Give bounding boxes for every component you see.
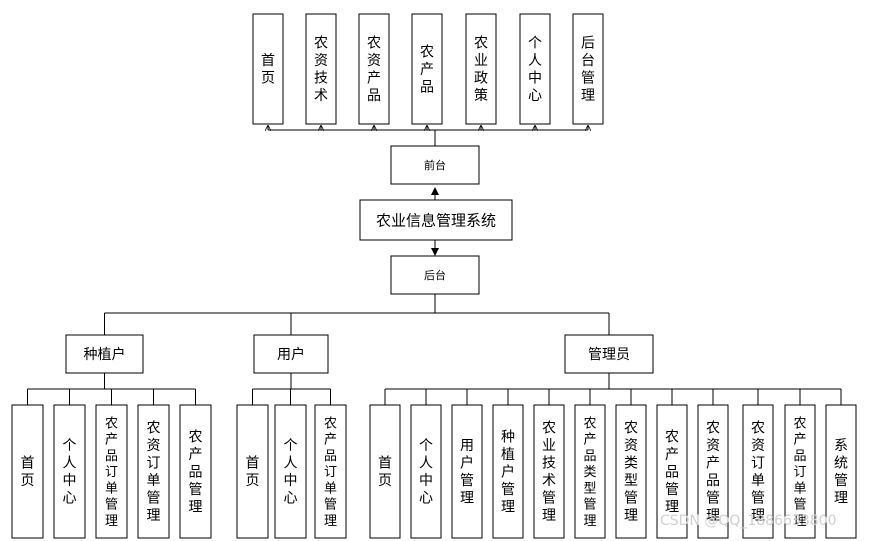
front-item-3-label: 农产品 [420,44,434,95]
role-admin-item-0-label: 首页 [378,456,392,490]
front-item-4-label: 农业政策 [474,36,488,105]
role-admin-box: 管理员 [564,334,654,374]
role-user-item-1: 个人中心 [274,404,307,539]
role-user-box-label: 用户 [277,346,305,363]
role-admin-item-3: 种植户管理 [492,404,524,539]
role-admin-item-2: 用户管理 [451,404,483,539]
role-planter-item-1-label: 个人中心 [63,438,77,507]
role-planter-item-2: 农产品订单管理 [95,404,128,539]
role-admin-item-6: 农资类型管理 [615,404,647,539]
front-item-5-label: 个人中心 [528,36,542,105]
front-box: 前台 [390,145,480,185]
role-planter-box-label: 种植户 [84,346,126,363]
watermark: CSDN @QQ_1886633800 [660,513,837,529]
front-item-1: 农资技术 [305,13,337,125]
role-admin-item-8-label: 农资产品管理 [706,421,720,525]
front-box-label: 前台 [424,158,446,172]
role-admin-item-5-label: 农产品类型管理 [583,416,596,529]
role-planter-item-3: 农资订单管理 [137,404,170,539]
role-admin-item-7: 农产品管理 [656,404,688,539]
role-planter-item-4-label: 农产品管理 [189,429,203,515]
role-admin-item-10: 农产品订单管理 [784,404,816,539]
front-item-0: 首页 [252,13,284,125]
role-planter-item-4: 农产品管理 [179,404,212,539]
role-user-item-0-label: 首页 [246,456,260,490]
system-root-box: 农业信息管理系统 [359,199,513,241]
role-admin-item-6-label: 农资类型管理 [624,421,638,525]
front-item-3: 农产品 [411,13,443,125]
role-planter-item-0-label: 首页 [21,456,35,490]
role-user-item-1-label: 个人中心 [284,438,298,507]
role-admin-item-10-label: 农产品订单管理 [793,416,806,529]
role-admin-item-11: 系统管理 [825,404,857,539]
front-item-5: 个人中心 [519,13,551,125]
back-box: 后台 [390,255,480,295]
role-admin-item-11-label: 系统管理 [834,438,848,507]
role-user-item-2-label: 农产品订单管理 [324,416,337,529]
role-user-box: 用户 [253,334,329,374]
role-admin-item-2-label: 用户管理 [460,438,474,507]
role-admin-item-9: 农资订单管理 [742,404,774,539]
front-item-4: 农业政策 [465,13,497,125]
role-planter-item-2-label: 农产品订单管理 [105,416,118,529]
role-admin-item-1-label: 个人中心 [419,438,433,507]
role-planter-item-3-label: 农资订单管理 [147,421,161,525]
role-admin-item-3-label: 种植户管理 [501,429,515,515]
front-item-6-label: 后台管理 [581,36,595,105]
role-admin-item-5: 农产品类型管理 [574,404,606,539]
front-item-2-label: 农资产品 [367,36,381,105]
front-item-6: 后台管理 [572,13,604,125]
role-planter-item-0: 首页 [11,404,44,539]
back-box-label: 后台 [424,268,446,282]
role-admin-item-8: 农资产品管理 [697,404,729,539]
system-root-box-label: 农业信息管理系统 [376,211,496,229]
role-planter-box: 种植户 [65,334,144,374]
role-admin-item-0: 首页 [369,404,401,539]
role-user-item-0: 首页 [236,404,269,539]
role-admin-item-9-label: 农资订单管理 [751,421,765,525]
front-item-0-label: 首页 [261,53,275,87]
role-admin-box-label: 管理员 [588,347,630,363]
front-item-2: 农资产品 [358,13,390,125]
role-admin-item-7-label: 农产品管理 [665,429,679,515]
role-admin-item-4: 农业技术管理 [533,404,565,539]
role-user-item-2: 农产品订单管理 [314,404,347,539]
role-admin-item-1: 个人中心 [410,404,442,539]
front-item-1-label: 农资技术 [314,36,328,105]
role-planter-item-1: 个人中心 [53,404,86,539]
role-admin-item-4-label: 农业技术管理 [542,421,556,525]
